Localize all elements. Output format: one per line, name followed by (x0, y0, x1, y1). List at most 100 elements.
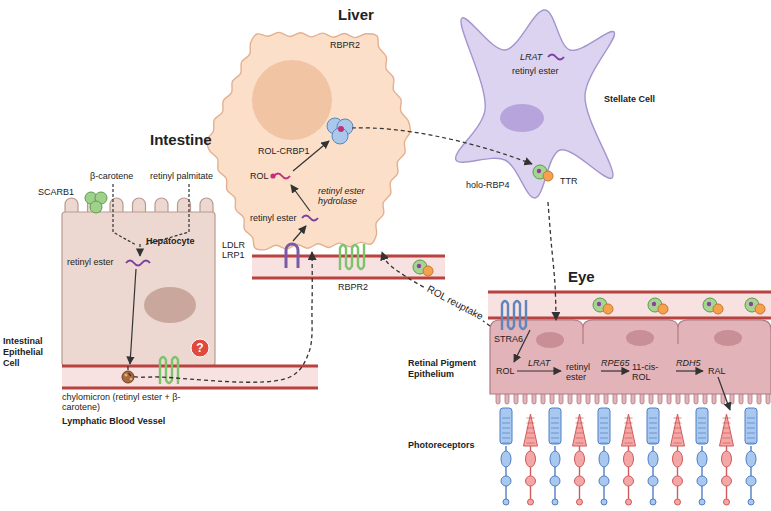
photoreceptor-row (723, 438, 731, 439)
molecule-label: ROL (496, 366, 515, 376)
node-outline (492, 406, 764, 508)
receptor-label: SCARB1 (38, 187, 74, 197)
enzyme-label: RDH5 (676, 358, 701, 368)
photoreceptor-row (530, 446, 531, 451)
holo-rbp4-complex (413, 260, 433, 276)
photoreceptor-row (697, 476, 707, 486)
node-outline (452, 8, 618, 202)
enzyme-label: LRAT (528, 358, 550, 368)
cell-nucleus (500, 104, 544, 132)
photoreceptor-row (527, 428, 535, 429)
photoreceptor-row (573, 414, 587, 446)
rpe-nuclei (714, 330, 742, 346)
photoreceptor-row (501, 476, 511, 486)
node-outline (205, 32, 412, 252)
photoreceptor-row (750, 467, 751, 476)
photoreceptor-row (599, 476, 609, 486)
photoreceptor-row (505, 446, 506, 451)
photoreceptor-row (527, 433, 535, 434)
organ-title: Liver (338, 6, 374, 23)
visual-cycle-arrows (601, 370, 629, 371)
photoreceptor-row (526, 476, 536, 486)
photoreceptor-row (649, 438, 657, 439)
photoreceptor-row (625, 428, 633, 429)
photoreceptor-row (671, 414, 685, 446)
holo-rbp4-complex (755, 304, 765, 314)
photoreceptor-row (677, 467, 678, 476)
photoreceptor-row (501, 451, 511, 467)
organ-title: Eye (568, 268, 595, 285)
holo-rbp4-complex (597, 302, 601, 306)
rpe-nuclei (626, 330, 654, 346)
photoreceptor-row (550, 476, 560, 486)
photoreceptor-row (530, 467, 531, 476)
photoreceptor-row (524, 414, 538, 446)
photoreceptor-row (745, 408, 757, 505)
rpe-cell-row (490, 320, 771, 404)
photoreceptor-row (698, 423, 706, 424)
photoreceptor-row (723, 418, 731, 419)
molecule-label: TTR (560, 176, 578, 186)
molecule-label: retinyl ester (512, 66, 559, 76)
enzyme-label: LRAT (520, 52, 542, 62)
photoreceptor-row (551, 438, 559, 439)
photoreceptor-row (673, 451, 683, 467)
epithelial-cell: Intestinal Epithelial Cell (62, 198, 215, 366)
photoreceptor-row (502, 423, 510, 424)
molecule-label: retinyl palmitate (150, 171, 213, 181)
molecule-label: 11-cis-ROL (632, 362, 672, 382)
photoreceptor-row (603, 467, 604, 476)
photoreceptor-row (747, 433, 755, 434)
photoreceptor-row (652, 467, 653, 476)
photoreceptor-row (628, 446, 629, 451)
photoreceptor-row (576, 433, 584, 434)
photoreceptor-row (649, 443, 657, 444)
holo-rbp4-complex (707, 302, 711, 306)
dashed-connector (548, 202, 556, 320)
holo-rbp4-complex (658, 304, 668, 314)
receptor-label: LDLR (222, 240, 245, 250)
cell-label: Stellate Cell (604, 94, 672, 105)
photoreceptor-row (579, 446, 580, 451)
photoreceptor-row (747, 418, 755, 419)
photoreceptor-row (527, 443, 535, 444)
photoreceptor-row (724, 499, 730, 505)
photoreceptor-row (600, 443, 608, 444)
holo-rbp4-complex (603, 304, 613, 314)
photoreceptor-row (649, 418, 657, 419)
photoreceptor-row (600, 433, 608, 434)
photoreceptor-row (551, 433, 559, 434)
photoreceptor-row (599, 451, 609, 467)
photoreceptor-row (502, 418, 510, 419)
photoreceptor-row (554, 467, 555, 476)
visual-cycle-arrows (676, 370, 703, 371)
photoreceptor-row (674, 423, 682, 424)
photoreceptor-row (652, 446, 653, 451)
liver-vessel (252, 256, 445, 278)
lymphatic-vessel (62, 366, 318, 388)
photoreceptor-row (549, 408, 561, 444)
photoreceptor-row (528, 499, 534, 505)
photoreceptor-row (647, 408, 659, 444)
photoreceptor-row (600, 428, 608, 429)
holo-rbp4-complex (417, 264, 421, 268)
photoreceptor-row (505, 467, 506, 476)
photoreceptor-row (598, 408, 610, 444)
photoreceptor-row (527, 418, 535, 419)
photoreceptor-row (575, 451, 585, 467)
holo-rbp4-complex (537, 169, 541, 173)
lymphatic-vessel (62, 365, 318, 368)
chylomicron-particle (122, 371, 134, 383)
epithelial-cell-body (62, 198, 215, 366)
photoreceptor-row (625, 438, 633, 439)
photoreceptor-row (677, 486, 678, 499)
hepatocyte-cell: Hepatocyte (205, 32, 412, 252)
eye-vessel (488, 292, 771, 318)
photoreceptor-row (505, 486, 506, 499)
cell-label: Intestinal Epithelial Cell (3, 336, 61, 369)
chylomicron-particle (125, 374, 128, 377)
photoreceptor-row (576, 438, 584, 439)
chylomicron-particle (122, 371, 134, 383)
photoreceptor-row (723, 443, 731, 444)
